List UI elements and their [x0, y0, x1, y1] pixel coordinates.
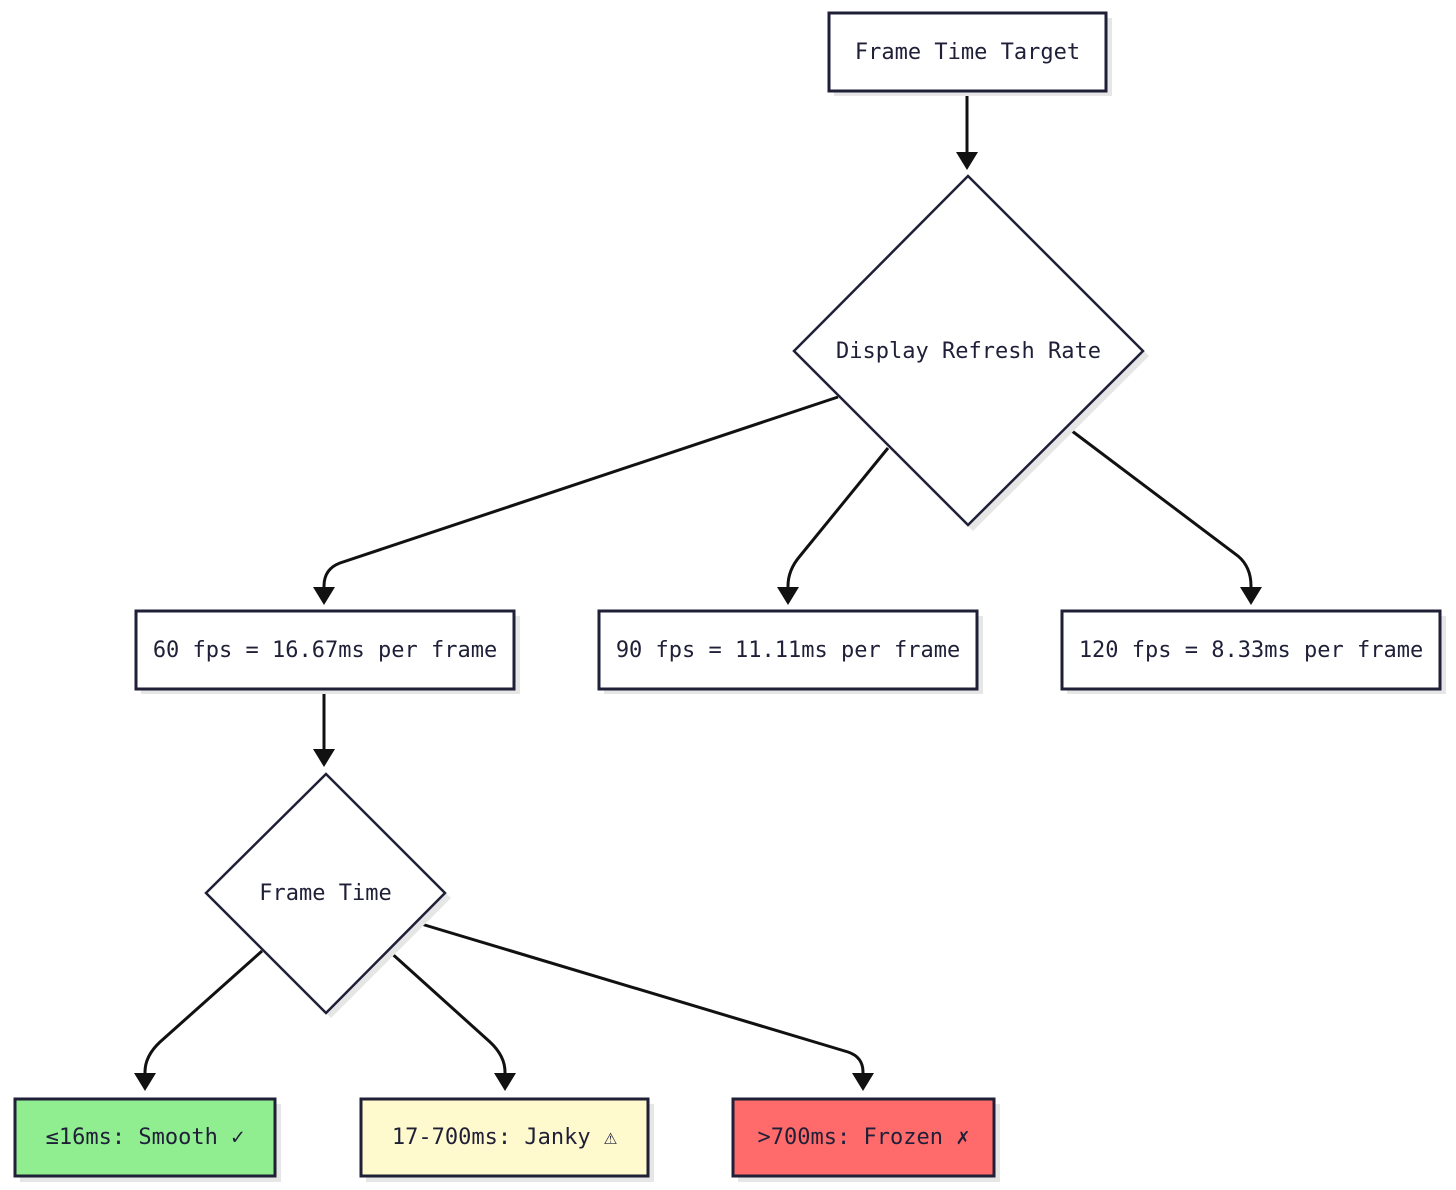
- node-90fps-box: [597, 609, 979, 691]
- edges: [134, 92, 1262, 1091]
- node-frame-time-target-box: [827, 11, 1108, 93]
- nodes: [13, 11, 1446, 1182]
- edge-frametime-to-janky: [387, 949, 507, 1076]
- edge-refresh-to-60fps: [322, 395, 839, 590]
- node-janky-box: [359, 1097, 650, 1178]
- arrowhead-refresh: [956, 152, 978, 170]
- node-frozen-box: [731, 1097, 996, 1178]
- edge-frametime-to-frozen: [417, 921, 865, 1076]
- node-120fps-box: [1060, 609, 1442, 691]
- arrowhead-frozen: [852, 1073, 874, 1091]
- arrowhead-120fps: [1240, 587, 1262, 605]
- arrowhead-janky: [494, 1073, 516, 1091]
- arrowhead-60fps: [313, 587, 335, 605]
- arrowhead-smooth: [134, 1073, 156, 1091]
- arrowhead-frametime: [313, 749, 335, 767]
- edge-frametime-to-smooth: [143, 949, 263, 1076]
- arrowhead-90fps: [777, 587, 799, 605]
- node-frame-time-diamond: [204, 772, 447, 1015]
- edge-refresh-to-120fps: [1067, 426, 1253, 590]
- node-smooth-box: [13, 1097, 277, 1178]
- edge-refresh-to-90fps: [786, 447, 890, 590]
- node-60fps-box: [134, 609, 516, 691]
- node-display-refresh-rate-diamond: [792, 174, 1145, 527]
